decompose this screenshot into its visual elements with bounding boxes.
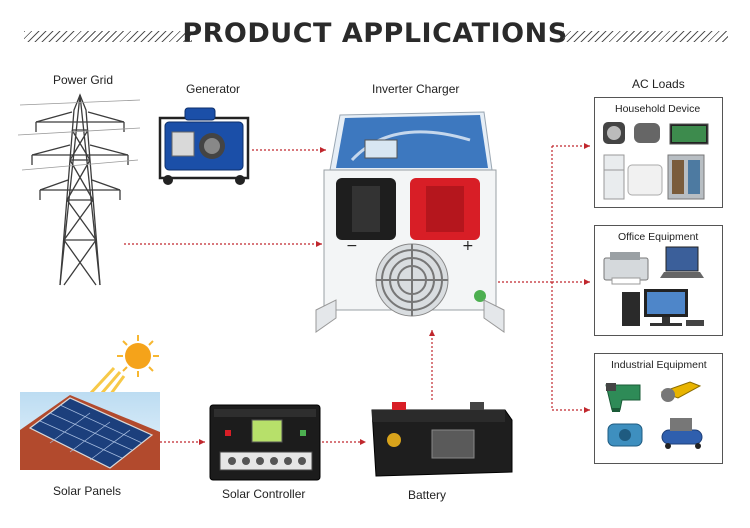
- solar-controller-label: Solar Controller: [222, 487, 306, 501]
- title-hatch-left: [24, 31, 192, 42]
- ac-loads-label: AC Loads: [632, 77, 685, 91]
- industrial-equipment-label: Industrial Equipment: [611, 359, 707, 371]
- connector-lines: [124, 143, 590, 445]
- inverter-charger-icon: − +: [315, 111, 505, 333]
- household-device-box: Household Device: [594, 97, 723, 208]
- office-equipment-box: Office Equipment: [594, 225, 723, 336]
- svg-text:−: −: [346, 238, 358, 254]
- sun-icon: [88, 335, 159, 407]
- solar-panels-icon: [20, 392, 160, 470]
- page-title: PRODUCT APPLICATIONS: [182, 18, 568, 49]
- solar-controller-icon: [209, 404, 321, 481]
- industrial-equipment-box: Industrial Equipment: [594, 353, 723, 464]
- power-grid-label: Power Grid: [53, 73, 114, 87]
- inverter-charger-label: Inverter Charger: [372, 82, 460, 96]
- household-device-label: Household Device: [615, 103, 701, 115]
- solar-panels-label: Solar Panels: [53, 484, 122, 498]
- power-tower-icon: [17, 93, 141, 286]
- title-hatch-right: [563, 31, 728, 42]
- generator-label: Generator: [186, 82, 241, 96]
- office-equipment-label: Office Equipment: [618, 231, 699, 243]
- battery-label: Battery: [408, 488, 447, 502]
- generator-icon: [158, 107, 250, 185]
- battery-icon: [371, 402, 513, 477]
- svg-text:+: +: [462, 238, 474, 254]
